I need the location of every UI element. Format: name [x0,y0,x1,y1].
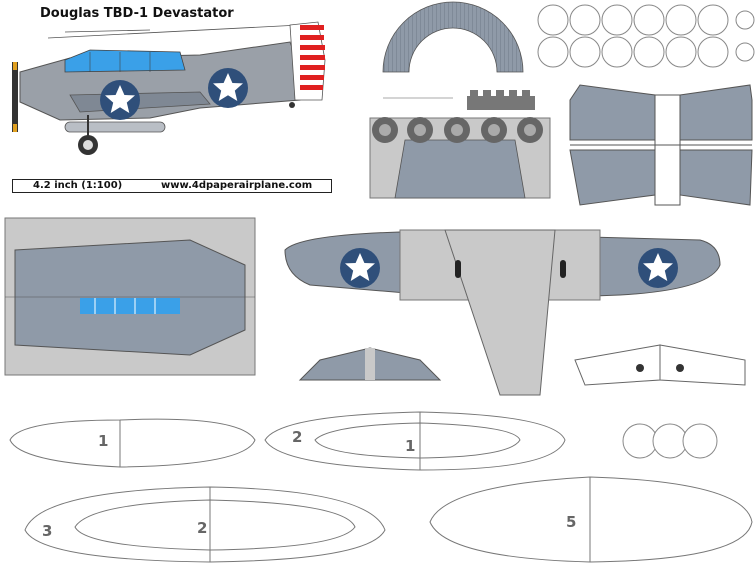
part-number-5: 5 [566,513,577,531]
wheel-icon [78,135,98,155]
engine-cylinders-strip [467,90,535,110]
outline-part-3-2 [24,486,386,563]
tail-plane-part [569,84,753,206]
part-number-1-right: 1 [405,437,416,455]
website-label: www.4dpaperairplane.com [161,180,313,191]
fuselage-top-view-part [4,217,256,376]
part-number-2-right: 2 [292,428,303,446]
scale-label: 4.2 inch (1:100) [33,180,123,191]
gear-doors-part [574,344,746,386]
star-roundel-icon [208,68,248,108]
star-roundel-icon [638,248,678,288]
page-title: Douglas TBD-1 Devastator [40,6,234,21]
outline-part-1-left [9,418,256,468]
scale-info-box: 4.2 inch (1:100) www.4dpaperairplane.com [12,179,332,193]
part-number-1-left: 1 [98,432,109,450]
part-number-3: 3 [42,522,53,540]
star-roundel-icon [340,248,380,288]
rudder-stripes [289,21,326,101]
propeller-icon [12,62,18,132]
star-roundel-icon [100,80,140,120]
canopy [64,49,186,73]
side-profile-aircraft [12,21,326,155]
main-wing-part [284,229,721,396]
outline-part-2-right [264,411,566,471]
cowling-ring-part [382,1,524,99]
stabilizer-part [298,347,442,381]
disc-grid-top [537,4,755,68]
part-number-2-bottom: 2 [197,519,208,537]
engine-panel-part [369,117,551,199]
outline-disc-row [622,423,718,459]
outline-part-5 [429,476,753,563]
